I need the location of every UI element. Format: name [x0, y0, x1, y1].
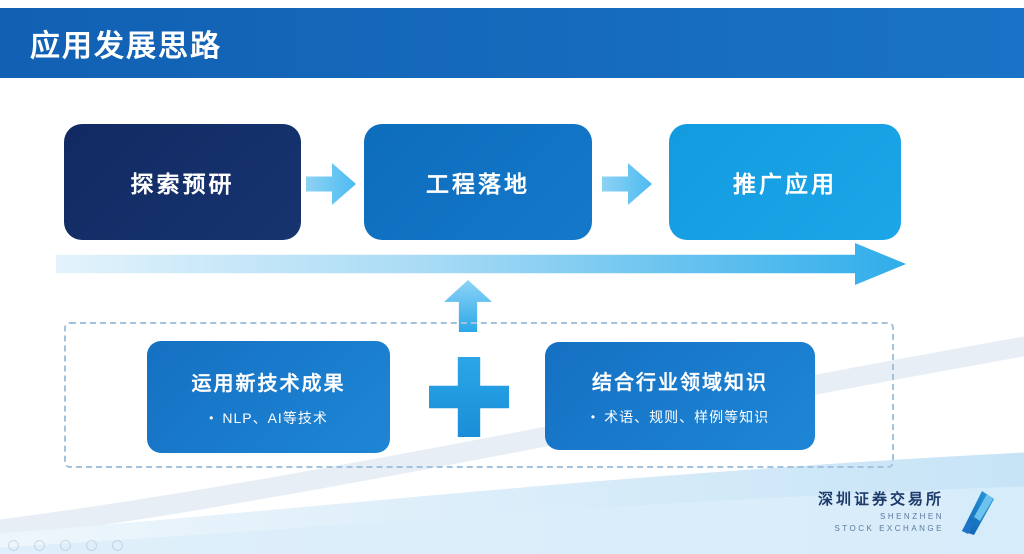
tech-box-bullet-text: NLP、AI等技术 — [222, 409, 328, 426]
tech-box-title: 运用新技术成果 — [191, 372, 346, 395]
szse-logo-en: SHENZHEN STOCK EXCHANGE — [818, 511, 944, 535]
long-arrow-right-icon — [56, 243, 906, 285]
szse-logo-cn: 深圳证券交易所 — [817, 490, 944, 508]
slideshow-next-button[interactable] — [34, 540, 45, 551]
slideshow-prev-button[interactable] — [8, 540, 19, 551]
szse-logo-mark-icon — [962, 491, 994, 535]
bullet-dot-icon: • — [590, 409, 597, 424]
flow-step-promotion: 推广应用 — [669, 124, 901, 240]
szse-logo: 深圳证券交易所 SHENZHEN STOCK EXCHANGE — [818, 487, 998, 535]
domain-box-bullet-text: 术语、规则、样例等知识 — [604, 408, 770, 425]
slideshow-menu-button[interactable] — [112, 540, 123, 551]
slideshow-overview-button[interactable] — [86, 540, 97, 551]
flow-step-engineering: 工程落地 — [364, 124, 592, 240]
bullet-dot-icon: • — [209, 410, 215, 425]
szse-logo-en-line2: STOCK EXCHANGE — [834, 523, 944, 533]
slide-header: 应用发展思路 — [0, 8, 1024, 78]
flow-step-label: 探索预研 — [130, 171, 235, 197]
page-title: 应用发展思路 — [30, 30, 222, 63]
domain-box-title: 结合行业领域知识 — [592, 371, 768, 394]
szse-logo-en-line1: SHENZHEN — [879, 511, 944, 521]
slideshow-pen-button[interactable] — [60, 540, 71, 551]
szse-logo-text: 深圳证券交易所 SHENZHEN STOCK EXCHANGE — [818, 488, 944, 535]
flow-step-explore: 探索预研 — [64, 124, 301, 240]
domain-box: 结合行业领域知识 • 术语、规则、样例等知识 — [545, 342, 815, 450]
arrow-right-icon — [306, 163, 356, 205]
flow-step-label: 推广应用 — [733, 171, 837, 197]
slideshow-controls — [8, 540, 123, 551]
tech-box: 运用新技术成果 • NLP、AI等技术 — [147, 341, 390, 453]
flow-step-label: 工程落地 — [426, 171, 530, 197]
tech-box-bullet: • NLP、AI等技术 — [209, 408, 328, 428]
domain-box-bullet: • 术语、规则、样例等知识 — [591, 407, 769, 427]
arrow-right-icon — [602, 163, 652, 205]
